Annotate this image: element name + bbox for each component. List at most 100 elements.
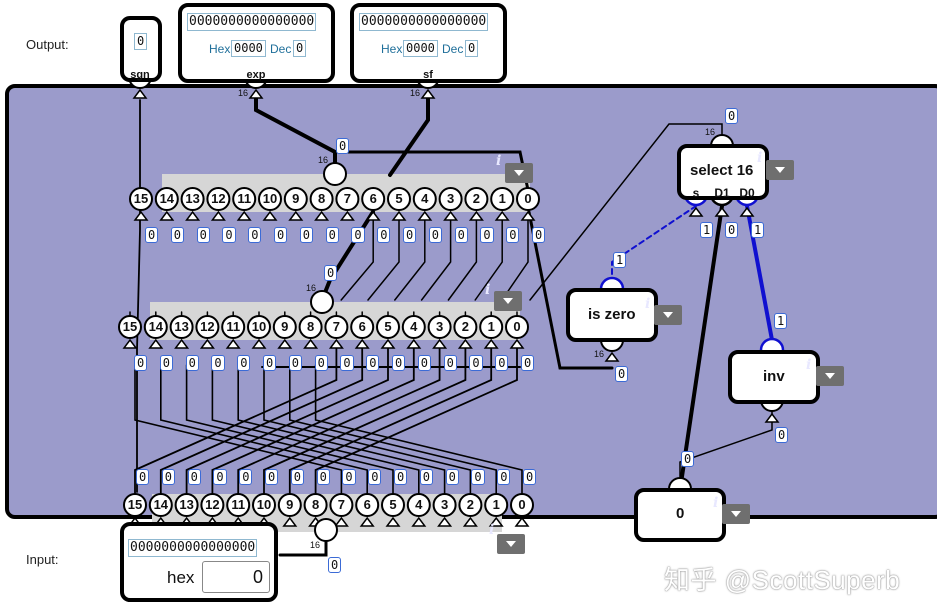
splitter-top-pin-2[interactable] xyxy=(464,187,489,211)
select-s-wire xyxy=(611,205,697,291)
splitter-top-pin-3[interactable] xyxy=(438,187,463,211)
splitter-bottom-pin-8[interactable] xyxy=(303,493,328,517)
splitter-top-pin-0-label: 0 xyxy=(524,191,532,206)
input-hex-field[interactable]: 0 xyxy=(202,561,270,593)
splitter-top-pin-10[interactable] xyxy=(258,187,282,211)
splitter-mid-value-10: 0 xyxy=(392,355,406,371)
splitter-mid-pin-15-arrow xyxy=(122,338,138,349)
splitter-bottom-value-8: 0 xyxy=(342,469,356,485)
splitter-mid-pin-7-arrow xyxy=(328,338,344,349)
splitter-top-pin-1[interactable] xyxy=(490,187,515,211)
splitter-mid-pin-10[interactable] xyxy=(247,315,271,339)
select16-pin-s-arrow xyxy=(688,206,704,217)
wire xyxy=(678,204,724,492)
splitter-top-pin-9[interactable] xyxy=(283,187,308,211)
splitter-top-pin-13[interactable] xyxy=(180,187,205,211)
splitter-bottom-pin-3-arrow xyxy=(437,516,453,527)
splitter-top-value-2: 0 xyxy=(196,227,210,243)
splitter-mid-pin-14[interactable] xyxy=(143,315,168,339)
splitter-top-pin-4[interactable] xyxy=(412,187,437,211)
splitter-bottom-pin-5[interactable] xyxy=(381,493,405,517)
splitter-mid-bus-node[interactable] xyxy=(310,290,334,314)
splitter-mid-pin-15[interactable] xyxy=(118,315,142,339)
splitter-bottom-pin-12[interactable] xyxy=(200,493,225,517)
splitter-bottom-pin-1-arrow xyxy=(488,516,504,527)
input-hex-value: 0 xyxy=(252,567,263,587)
splitter-bottom-pin-13-label: 13 xyxy=(179,497,194,512)
select16-info-icon[interactable]: i xyxy=(757,150,763,166)
splitter-bottom-pin-9[interactable] xyxy=(277,493,302,517)
select16-menu-button[interactable] xyxy=(766,160,794,180)
splitter-bottom-pin-4[interactable] xyxy=(406,493,431,517)
sf-pin-arrow xyxy=(420,88,436,99)
splitter-bottom-pin-13[interactable] xyxy=(174,493,199,517)
output-label: Output: xyxy=(26,37,69,52)
iszero-title: is zero xyxy=(588,306,636,323)
splitter-top-info-icon[interactable]: i xyxy=(496,153,502,169)
splitter-mid-pin-1[interactable] xyxy=(479,315,504,339)
splitter-top-menu-button[interactable] xyxy=(505,163,533,183)
wire xyxy=(367,214,400,301)
select16-component[interactable] xyxy=(677,144,769,200)
splitter-mid-pin-13[interactable] xyxy=(169,315,194,339)
splitter-top-value-8: 0 xyxy=(351,227,365,243)
inv-menu-button[interactable] xyxy=(816,366,844,386)
splitter-bottom-pin-0-arrow xyxy=(514,516,530,527)
splitter-bottom-bus-node[interactable] xyxy=(314,518,338,542)
splitter-mid-pin-11-arrow xyxy=(225,338,241,349)
splitter-bottom-pin-2[interactable] xyxy=(458,493,483,517)
splitter-top-pin-10-label: 10 xyxy=(262,191,278,206)
splitter-top-pin-8[interactable] xyxy=(309,187,334,211)
splitter-mid-pin-0[interactable] xyxy=(505,315,529,339)
splitter-top-pin-15[interactable] xyxy=(129,187,153,211)
splitter-mid-pin-9[interactable] xyxy=(272,315,297,339)
splitter-bottom-pin-0[interactable] xyxy=(510,493,534,517)
const-menu-button[interactable] xyxy=(722,504,750,524)
splitter-bottom-pin-10[interactable] xyxy=(252,493,276,517)
splitter-top-pin-10-arrow xyxy=(262,210,278,221)
splitter-top-pin-7[interactable] xyxy=(335,187,360,211)
splitter-mid-pin-7[interactable] xyxy=(324,315,349,339)
const-info-icon[interactable]: i xyxy=(713,495,719,511)
splitter-top-pin-11-label: 11 xyxy=(237,191,252,206)
splitter-top-bus-node[interactable] xyxy=(323,162,347,186)
splitter-mid-pin-12-arrow xyxy=(199,338,215,349)
splitter-mid-pin-12[interactable] xyxy=(195,315,220,339)
inv-info-icon[interactable]: i xyxy=(806,357,812,373)
splitter-mid-pin-6[interactable] xyxy=(350,315,375,339)
wire xyxy=(134,364,343,494)
input-bits[interactable]: 0000000000000000 xyxy=(128,539,258,557)
splitter-mid-pin-4-label: 4 xyxy=(410,319,418,334)
iszero-menu-button[interactable] xyxy=(654,305,682,325)
splitter-mid-pin-2[interactable] xyxy=(453,315,478,339)
iszero-component[interactable] xyxy=(566,288,658,342)
splitter-top-pin-0[interactable] xyxy=(516,187,540,211)
splitter-top-pin-12[interactable] xyxy=(206,187,231,211)
splitter-mid-pin-3[interactable] xyxy=(427,315,452,339)
splitter-mid-pin-11[interactable] xyxy=(221,315,246,339)
splitter-bottom-info-icon[interactable]: i xyxy=(489,522,495,538)
wire xyxy=(394,214,426,301)
splitter-top-pin-5[interactable] xyxy=(387,187,411,211)
splitter-bottom-pin-7[interactable] xyxy=(329,493,354,517)
splitter-bottom-pin-15[interactable] xyxy=(123,493,147,517)
splitter-mid-pin-5[interactable] xyxy=(376,315,400,339)
splitter-bottom-pin-7-label: 7 xyxy=(337,497,345,512)
splitter-bottom-pin-3[interactable] xyxy=(432,493,457,517)
splitter-top-value-15: 0 xyxy=(532,227,546,243)
splitter-bottom-pin-1[interactable] xyxy=(484,493,509,517)
splitter-mid-info-icon[interactable]: i xyxy=(485,282,491,298)
splitter-bottom-pin-14[interactable] xyxy=(148,493,173,517)
splitter-top-pin-14[interactable] xyxy=(154,187,179,211)
exp-hex-label: Hex xyxy=(209,42,231,56)
iszero-info-icon[interactable]: i xyxy=(645,296,651,312)
splitter-mid-pin-4[interactable] xyxy=(401,315,426,339)
splitter-bottom-pin-6[interactable] xyxy=(355,493,380,517)
splitter-top-pin-6[interactable] xyxy=(361,187,386,211)
splitter-mid-pin-8[interactable] xyxy=(298,315,323,339)
splitter-bottom-pin-11[interactable] xyxy=(226,493,251,517)
splitter-bottom-menu-button[interactable] xyxy=(497,534,525,554)
splitter-top-pin-11[interactable] xyxy=(232,187,257,211)
splitter-mid-menu-button[interactable] xyxy=(494,291,522,311)
splitter-bottom-value-7: 0 xyxy=(316,469,330,485)
